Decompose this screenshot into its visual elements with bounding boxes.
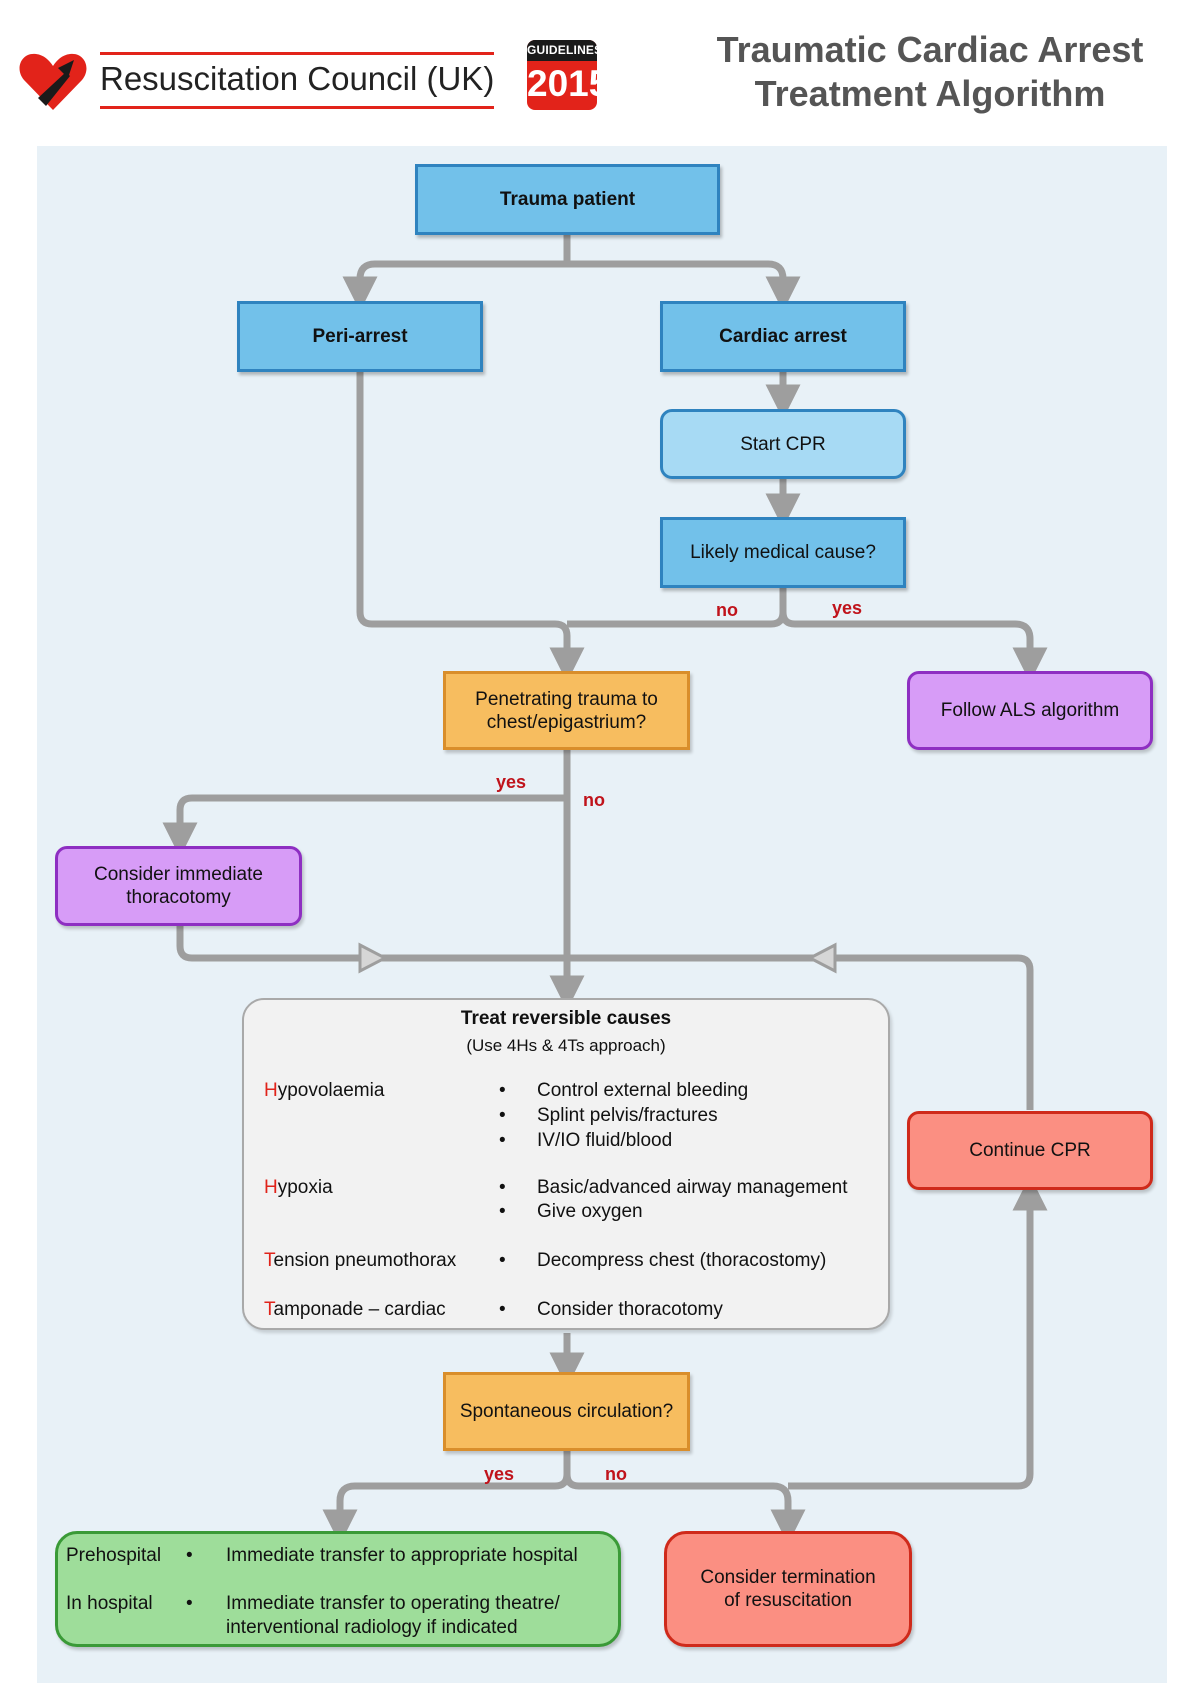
connector-continue-return (567, 954, 1034, 1110)
label-spontaneous-yes: yes (484, 1464, 515, 1484)
action-item: •IV/IO fluid/blood (499, 1130, 673, 1151)
treat-title: Treat reversible causes (460, 1008, 672, 1029)
arrowhead-continue-join (806, 942, 837, 974)
treat-subtitle: (Use 4Hs & 4Ts approach) (466, 1036, 666, 1055)
org-name: Resuscitation Council (UK) (100, 60, 495, 97)
title-line-2: Treatment Algorithm (754, 73, 1106, 114)
connector-thoracotomy-return (176, 926, 567, 962)
connector-penetrating-yes (162, 794, 567, 858)
arrowhead-thoracotomy-join (358, 942, 389, 974)
prehospital-label: Prehospital (66, 1545, 162, 1566)
label-medical-yes: yes (832, 598, 863, 618)
node-start-cpr: Start CPR (660, 409, 906, 479)
heart-icon (19, 53, 87, 110)
bullet: • (186, 1545, 193, 1566)
node-transfer-outcome: Prehospital • Immediate transfer to appr… (55, 1531, 621, 1647)
action-item: •Consider thoracotomy (499, 1299, 723, 1320)
inhospital-action-2: interventional radiology if indicated (226, 1617, 518, 1638)
node-consider-termination: Consider termination of resuscitation (664, 1531, 912, 1647)
inhospital-action-1: Immediate transfer to operating theatre/ (226, 1593, 560, 1614)
cause-tamponade: Tamponade – cardiac (264, 1299, 446, 1320)
node-immediate-thoracotomy: Consider immediate thoracotomy (55, 846, 302, 926)
label-penetrating-no: no (583, 790, 605, 810)
cause-hypoxia: Hypoxia (264, 1177, 333, 1198)
node-penetrating-trauma: Penetrating trauma to chest/epigastrium? (443, 671, 690, 750)
action-item: •Splint pelvis/fractures (499, 1105, 718, 1126)
treat-reversible-causes-box: Treat reversible causes (Use 4Hs & 4Ts a… (242, 998, 890, 1330)
cause-hypovolaemia: Hypovolaemia (264, 1080, 385, 1101)
title-line-1: Traumatic Cardiac Arrest (716, 29, 1144, 70)
connector-medical-yes (779, 611, 1048, 683)
node-trauma-patient: Trauma patient (415, 164, 720, 235)
action-item: •Give oxygen (499, 1201, 643, 1222)
node-peri-arrest: Peri-arrest (237, 301, 483, 372)
page-title: Traumatic Cardiac Arrest Treatment Algor… (690, 28, 1170, 116)
connector-spontaneous-yes (322, 1450, 571, 1545)
node-follow-als: Follow ALS algorithm (907, 671, 1153, 750)
action-item: •Basic/advanced airway management (499, 1177, 848, 1198)
guidelines-badge: GUIDELINES 2015 (527, 40, 610, 110)
action-item: •Decompress chest (thoracostomy) (499, 1250, 827, 1271)
connector-medical-no (567, 588, 787, 628)
connector-spontaneous-no (563, 1473, 806, 1545)
node-continue-cpr: Continue CPR (907, 1111, 1153, 1190)
connector-trauma-cardiac (567, 260, 801, 312)
badge-label: GUIDELINES (527, 40, 602, 61)
label-medical-no: no (716, 600, 738, 620)
connector-no-continue (788, 1175, 1048, 1490)
badge-year: 2015 (527, 63, 610, 104)
inhospital-label: In hospital (66, 1593, 153, 1614)
node-cardiac-arrest: Cardiac arrest (660, 301, 906, 372)
header-rule-top (100, 52, 494, 55)
label-spontaneous-no: no (605, 1464, 627, 1484)
label-penetrating-yes: yes (496, 772, 527, 792)
cause-tension-pneumothorax: Tension pneumothorax (264, 1250, 457, 1271)
header-rule-bottom (100, 106, 494, 109)
prehospital-action: Immediate transfer to appropriate hospit… (226, 1545, 578, 1566)
connector-peri-join (356, 372, 585, 683)
action-item: •Control external bleeding (499, 1080, 749, 1101)
connector-trauma-split (342, 234, 571, 312)
node-spontaneous-circulation: Spontaneous circulation? (443, 1372, 690, 1451)
node-likely-medical-cause: Likely medical cause? (660, 517, 906, 588)
bullet: • (186, 1593, 193, 1614)
